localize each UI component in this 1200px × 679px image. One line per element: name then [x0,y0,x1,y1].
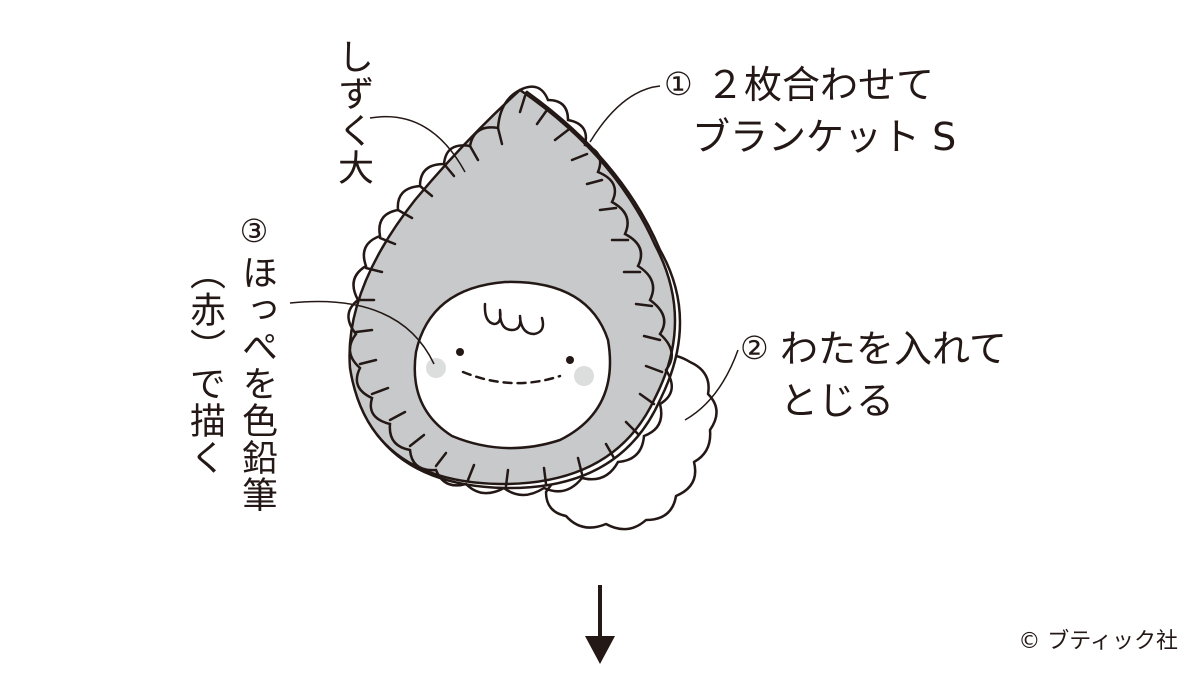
hair-curls [483,302,545,336]
copyright-credit: © ブティック社 [1018,629,1178,654]
arrow-down-icon [585,585,615,664]
face [413,280,612,450]
left-eye [456,348,464,356]
step2-number: ② [740,329,769,367]
step1-line1: ２枚合わせて [706,63,935,107]
right-eye [566,356,574,364]
left-cheek [426,358,446,378]
mouth-dashed [461,370,562,385]
blanket-stitch-edge [347,85,673,497]
step2-line2: とじる [780,379,895,423]
step3-line1: ほっぺを色鉛筆 [236,254,277,513]
right-cheek [574,366,594,386]
step3-number: ③ [235,212,273,251]
face-outline [413,280,612,450]
step1-line2: ブランケット S [692,115,957,159]
drop-size-label: しずく大 [332,38,373,186]
step2-line1: わたを入れて [780,327,1007,371]
leader-line-step2 [684,349,739,421]
step1-number: ① [664,65,693,103]
leader-line-drop-size [369,115,466,173]
leader-line-step1 [589,85,661,143]
leader-line-step3 [289,300,435,365]
step3-line2: （赤）で描く [184,254,225,476]
